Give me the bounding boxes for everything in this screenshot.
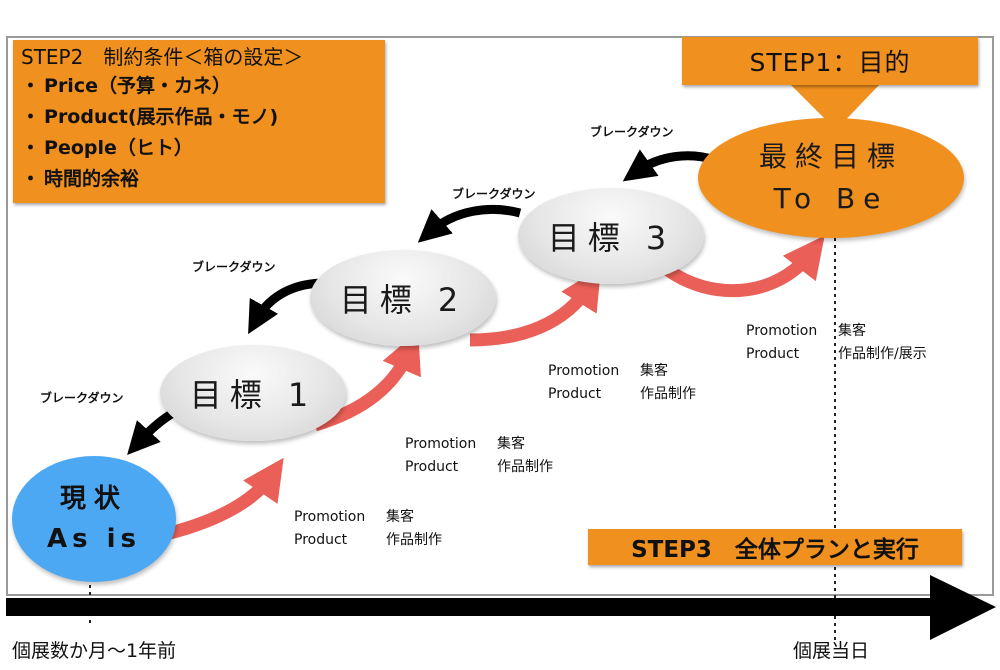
breakdown-label: ブレークダウン [452,187,536,201]
node-goal-3: 目標 3 [518,188,704,284]
constraint-item: ・Price（予算・カネ） [21,75,231,97]
constraint-item: ・Product(展示作品・モノ) [21,106,279,128]
goal-1-label: 目標 1 [189,376,317,414]
diagram-frame [6,36,994,596]
constraint-item: ・People（ヒト） [21,137,193,159]
breakdown-label: ブレークダウン [40,391,124,405]
node-goal-2: 目標 2 [310,250,496,346]
step3-plan-box: STEP3 全体プランと実行 [588,529,962,565]
progress-arrow-goal3-to-tobe [664,235,825,298]
step2-title: STEP2 制約条件＜箱の設定＞ [21,45,304,69]
breakdown-label: ブレークダウン [192,260,276,274]
progress-arrow-goal1-to-goal2 [313,330,421,432]
step1-purpose-box: STEP1：目的 [682,37,978,85]
step3-label: STEP3 全体プランと実行 [631,537,919,563]
goal-2-label: 目標 2 [339,281,467,319]
breakdown-arrow-goal3-to-goal2 [417,204,522,243]
breakdown-arrow-goal1-to-asis [127,408,178,455]
step1-pointer [790,84,880,130]
node-goal-1: 目標 1 [160,345,346,441]
step1-label: STEP1：目的 [749,48,911,77]
timeline-start-label: 個展数か月〜1年前 [12,640,177,662]
progress-arrow-goal2-to-goal3 [469,267,602,347]
as-is-title: 現状 [59,484,128,514]
timeline-end-label: 個展当日 [793,640,870,662]
to-be-title: 最終目標 [758,140,903,173]
as-is-subtitle: As is [46,524,142,554]
progress-arrow-asis-to-goal1 [168,457,284,540]
step2-constraints-box: STEP2 制約条件＜箱の設定＞ ・Price（予算・カネ） ・Product(… [13,40,385,203]
goal-3-label: 目標 3 [547,219,675,257]
timeline-bar [6,598,936,616]
breakdown-label: ブレークダウン [590,125,674,139]
to-be-subtitle: To Be [773,182,889,215]
timeline-arrowhead [930,575,996,640]
node-as-is: 現状 As is [12,456,176,582]
node-to-be: 最終目標 To Be [698,118,964,238]
constraint-item: ・時間的余裕 [21,168,140,190]
